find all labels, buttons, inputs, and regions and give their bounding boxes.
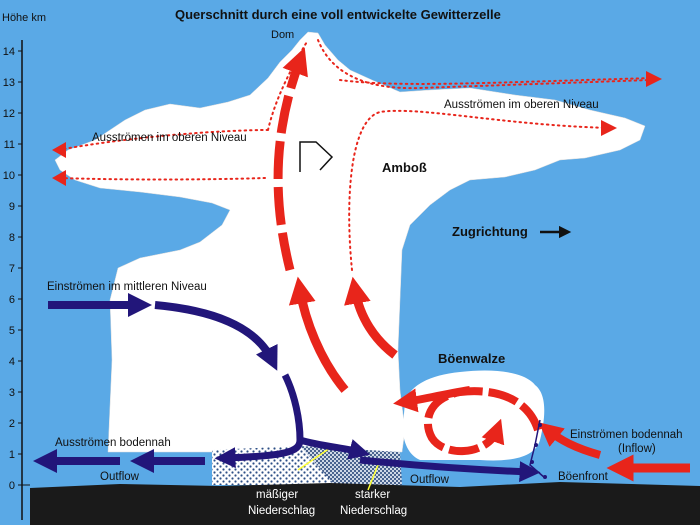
y-axis-tick-label: 7 [9, 263, 15, 275]
label-direction: Zugrichtung [452, 224, 528, 239]
label-precip-moderate-2: Niederschlag [248, 505, 315, 517]
y-axis-tick-label: 1 [9, 449, 15, 461]
label-gust-roll: Böenwalze [438, 351, 505, 366]
y-axis-tick-label: 2 [9, 418, 15, 430]
arrowhead-upper-right [601, 120, 617, 136]
outflow-to-left-dotted [59, 177, 266, 181]
arrowhead-mid-left [52, 170, 66, 186]
y-axis-tick-label: 4 [9, 356, 15, 368]
label-precip-moderate-1: mäßiger [256, 489, 298, 501]
label-dom: Dom [271, 29, 294, 41]
label-inflow-paren: (Inflow) [618, 443, 656, 455]
label-precip-strong-1: starker [355, 489, 390, 501]
y-axis-label: Höhe km [2, 12, 46, 24]
updraft-main [273, 47, 308, 272]
y-axis-tick-label: 5 [9, 325, 15, 337]
inflow-surface-arrow2 [538, 422, 602, 459]
y-axis-tick-label: 11 [4, 139, 15, 151]
y-axis-tick-label: 9 [9, 201, 15, 213]
label-gust-front: Böenfront [558, 471, 609, 483]
updraft-secondary [288, 276, 349, 393]
label-inflow-ground: Einströmen bodennah [570, 429, 683, 441]
outflow-surface-right [359, 456, 541, 483]
arrowhead-upper-left [52, 142, 66, 158]
flag-symbol-icon [299, 141, 334, 172]
y-axis-tick-label: 0 [9, 480, 15, 492]
precip-strong-area [300, 446, 402, 485]
label-outflow-ground: Ausströmen bodennah [55, 437, 171, 449]
label-outflow-right: Outflow [410, 474, 450, 486]
downdraft-right [298, 436, 371, 460]
outflow-upper-right-dotted [317, 39, 651, 90]
arrowhead-upper-right-far [646, 71, 662, 87]
gust-roll-circulation [424, 387, 542, 456]
precip-moderate-marker [297, 447, 331, 471]
y-axis-tick-label: 6 [9, 294, 15, 306]
updraft-right [344, 276, 398, 359]
label-outflow-upper-left: Ausströmen im oberen Niveau [92, 132, 247, 144]
inflow-to-updraft [393, 386, 471, 413]
gust-front-line [529, 419, 546, 479]
label-outflow-upper-right: Ausströmen im oberen Niveau [444, 99, 599, 111]
label-precip-strong-2: Niederschlag [340, 505, 407, 517]
label-outflow-left: Outflow [100, 471, 140, 483]
inflow-mid-curve [154, 301, 278, 371]
y-axis-tick-label: 14 [3, 46, 15, 58]
outflow-upper-far-dotted [339, 77, 656, 85]
ground [30, 482, 700, 525]
diagram-title: Querschnitt durch eine voll entwickelte … [175, 7, 501, 22]
y-axis-tick-label: 10 [3, 170, 15, 182]
y-axis-tick-label: 8 [9, 232, 15, 244]
outflow-upper-right2-dotted [348, 109, 611, 271]
y-axis-tick-label: 13 [3, 77, 15, 89]
label-inflow-mid: Einströmen im mittleren Niveau [47, 281, 207, 293]
y-axis-tick-label: 12 [3, 108, 15, 120]
gust-front-marks [530, 423, 547, 479]
label-anvil: Amboß [382, 160, 427, 175]
y-axis-tick-label: 3 [9, 387, 15, 399]
